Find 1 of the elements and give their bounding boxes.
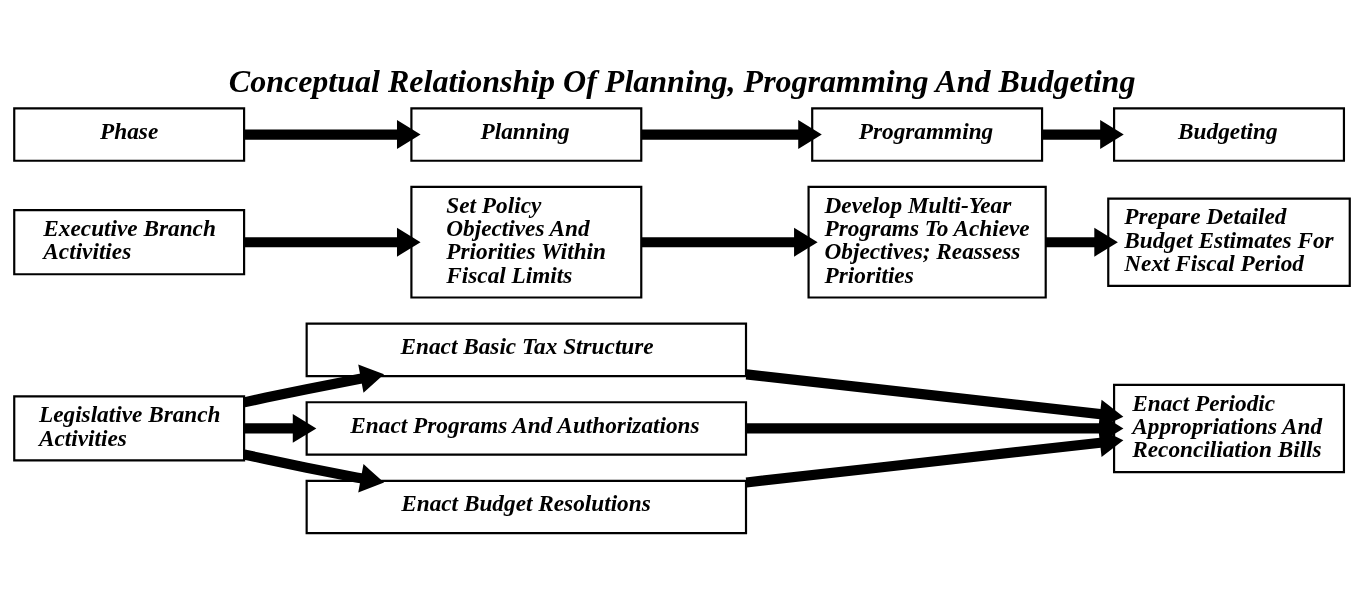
diagram-title: Conceptual Relationship Of Planning, Programming And Budgeting xyxy=(228,62,1136,99)
